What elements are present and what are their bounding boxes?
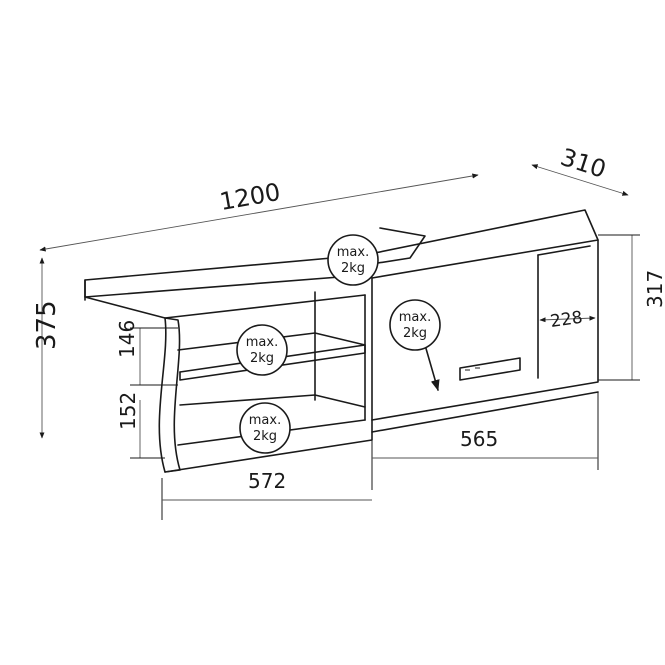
door-front xyxy=(371,239,599,421)
dim-open-section: 572 xyxy=(248,469,286,493)
top-front-edge xyxy=(84,294,366,319)
dimension-labels: 1200 310 375 146 152 572 565 317 228 xyxy=(32,143,665,493)
dim-depth: 310 xyxy=(557,143,609,184)
dim-door-section: 565 xyxy=(460,427,498,451)
dim-shelf-upper: 146 xyxy=(115,320,139,358)
svg-text:max.: max. xyxy=(246,335,278,350)
svg-text:max.: max. xyxy=(337,245,369,260)
door-handle xyxy=(459,357,521,381)
load-badge-top: max. 2kg xyxy=(327,234,379,286)
top-panel-right xyxy=(364,209,599,279)
dim-height: 375 xyxy=(32,300,62,350)
load-badge-door: max. 2kg xyxy=(389,299,441,351)
svg-text:max.: max. xyxy=(249,413,281,428)
dim-inner-depth: 228 xyxy=(549,308,584,332)
top-panel-left xyxy=(84,254,366,298)
load-arrow xyxy=(424,344,440,392)
load-badge-shelf: max. 2kg xyxy=(236,324,288,376)
svg-text:2kg: 2kg xyxy=(341,261,365,276)
left-curved-panel xyxy=(158,317,181,473)
svg-text:2kg: 2kg xyxy=(403,326,427,341)
dimension-lines xyxy=(39,164,640,520)
svg-text:2kg: 2kg xyxy=(250,351,274,366)
svg-text:max.: max. xyxy=(399,310,431,325)
dim-inner-height: 317 xyxy=(643,270,665,308)
dim-shelf-lower: 152 xyxy=(116,392,140,430)
svg-text:2kg: 2kg xyxy=(253,429,277,444)
load-badge-bottom: max. 2kg xyxy=(239,402,291,454)
